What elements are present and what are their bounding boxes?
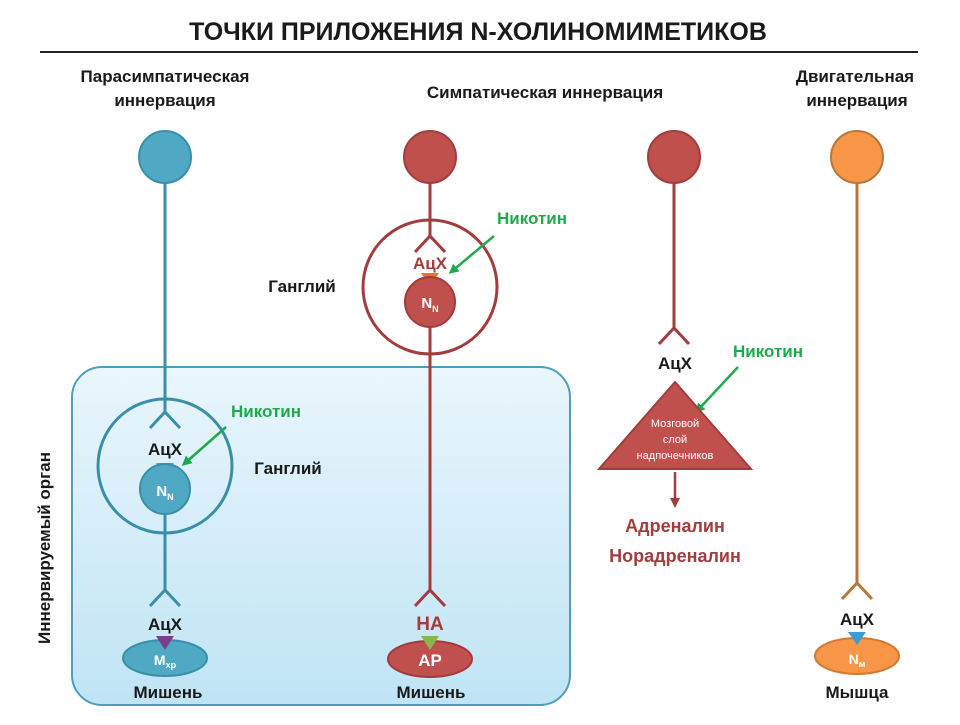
motor-nm-receptor-label: Nм [849,651,866,669]
para-target-label: Мишень [134,683,203,702]
adrenal-medulla-line1: Мозговой [651,418,699,430]
para-nn-receptor-label: NN [156,483,173,502]
adrenal-medulla-line3: надпочечников [637,450,714,462]
symp-ganglion-synapse-fork [413,233,447,254]
parasympathetic-header-line1: Парасимпатическая [81,67,250,86]
para-mchr-receptor-marker [156,636,174,650]
para-ganglion-ach-label: АцХ [148,440,183,459]
parasympathetic-header-line2: иннервация [114,91,215,110]
adrenal-nicotine-arrow [694,366,739,414]
symp-target-na-label: НА [416,614,444,635]
adrenal-medulla-triangle [596,380,754,470]
para-ganglion-label: Ганглий [254,459,322,478]
motor-target-label: Мышца [826,683,890,702]
motor-header-line2: иннервация [806,91,907,110]
para-nicotine-label: Никотин [231,402,301,421]
symp-ar-receptor-marker [421,636,439,650]
adrenal-neuron-body [647,130,701,184]
para-nicotine-arrow [181,426,227,466]
symp-neuron-body [403,130,457,184]
symp-ganglion-label: Ганглий [268,277,336,296]
motor-header-line1: Двигательная [796,67,914,86]
page-title: ТОЧКИ ПРИЛОЖЕНИЯ N-ХОЛИНОМИМЕТИКОВ [189,18,767,46]
para-target-synapse-fork [148,587,182,608]
sympathetic-header: Симпатическая иннервация [427,83,663,102]
para-mchr-receptor-label: Мхр [154,652,177,670]
para-target-ach-label: АцХ [148,615,183,634]
motor-ach-label: АцХ [840,610,875,629]
adrenal-synapse-fork [657,325,691,346]
symp-nicotine-label: Никотин [497,209,567,228]
noradrenaline-label: Норадреналин [609,546,741,566]
symp-ganglion-ach-label: АцХ [413,254,448,273]
adrenal-nicotine-label: Никотин [733,342,803,361]
para-ganglion-synapse-fork [148,409,182,430]
para-neuron-body [138,130,192,184]
symp-target-label: Мишень [397,683,466,702]
adrenaline-label: Адреналин [625,516,725,536]
innervated-organ-label: Иннервируемый орган [35,452,54,644]
symp-target-synapse-fork [413,587,447,608]
motor-synapse-fork [840,580,874,601]
symp-nicotine-arrow [448,235,495,274]
adrenal-ach-label: АцХ [658,354,693,373]
adrenal-medulla-line2: слой [663,434,687,446]
motor-nm-receptor-marker [848,632,866,645]
symp-ar-receptor-label: АР [418,651,442,670]
motor-neuron-body [830,130,884,184]
symp-nn-receptor-label: NN [421,295,438,314]
